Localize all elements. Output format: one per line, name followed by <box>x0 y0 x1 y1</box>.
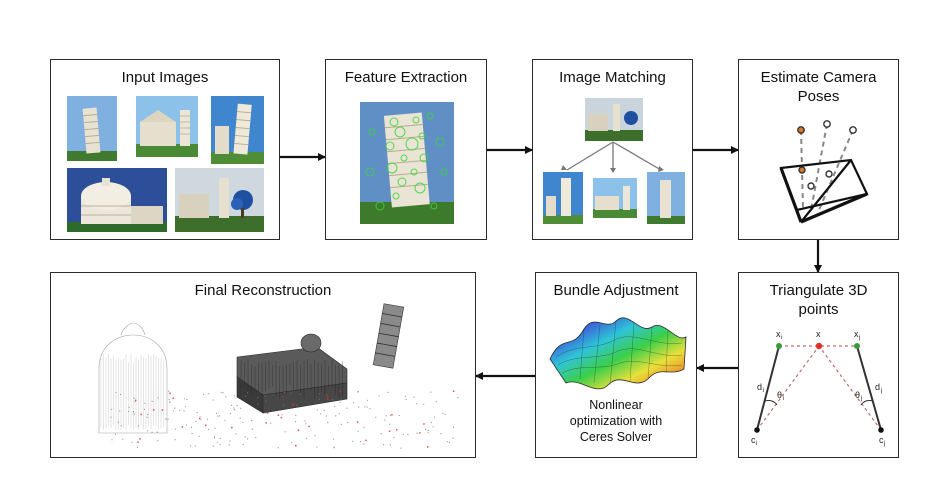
caption-line2: optimization with <box>569 414 663 428</box>
camera-c-i <box>754 427 760 433</box>
step-feature-extraction: Feature Extraction <box>325 59 487 240</box>
camera-center-2 <box>823 120 831 128</box>
svg-text:j: j <box>883 441 885 447</box>
step-estimate-camera-poses: Estimate Camera Poses <box>738 59 899 240</box>
step-final-reconstruction: Final Reconstruction <box>50 272 476 458</box>
svg-text:i: i <box>756 441 757 447</box>
svg-text:i: i <box>781 335 782 341</box>
label-x-right: x <box>854 329 859 339</box>
matching-candidate-3 <box>647 172 685 224</box>
label-d-j: d <box>875 382 880 392</box>
step-image-matching: Image Matching <box>532 59 693 240</box>
cloud-tower <box>372 303 405 369</box>
step-triangulate-3d-points: Triangulate 3D points <box>738 272 899 458</box>
input-photo-baptistery <box>67 168 167 232</box>
camera-center-1 <box>797 126 805 134</box>
label-c-j: c <box>879 435 884 445</box>
camera-center-3 <box>849 126 857 134</box>
caption-line3: Ceres Solver <box>579 430 653 444</box>
step-title: Final Reconstruction <box>194 282 332 299</box>
input-photo-cathedral <box>136 96 198 157</box>
point-x-center <box>815 342 823 350</box>
step-title: Image Matching <box>559 69 666 86</box>
camera-c-j <box>878 427 884 433</box>
input-photo-square-tree <box>175 168 264 232</box>
caption-line1: Nonlinear <box>589 398 643 412</box>
step-title: Bundle Adjustment <box>553 282 679 299</box>
label-theta-i: θ <box>777 390 782 400</box>
input-photo-tower-2 <box>211 96 264 164</box>
step-title: Feature Extraction <box>344 69 468 86</box>
step-title: Input Images <box>121 69 209 86</box>
label-x-center: x <box>816 329 821 339</box>
point-cloud <box>98 303 459 449</box>
svg-text:i: i <box>783 396 784 402</box>
bundle-adjustment-caption: Nonlinear optimization with Ceres Solver <box>536 397 696 445</box>
cloud-baptistery <box>98 322 168 434</box>
optimization-surface <box>549 317 687 390</box>
point-x-right <box>854 343 860 349</box>
svg-text:j: j <box>858 335 860 341</box>
triangulation-figure: x i x x j d i d j θ i θ j c i c j <box>751 329 885 447</box>
step-title-line2: Poses <box>797 88 840 105</box>
camera-pose-figure <box>779 120 869 224</box>
label-theta-j: θ <box>855 390 860 400</box>
cloud-cathedral <box>236 333 348 414</box>
input-photo-tower-1 <box>67 96 117 161</box>
matching-candidate-1 <box>543 172 583 224</box>
step-input-images: Input Images <box>50 59 280 240</box>
svg-text:i: i <box>763 388 764 394</box>
svg-text:j: j <box>860 396 862 402</box>
matching-candidate-2 <box>593 178 637 218</box>
feature-extraction-photo <box>360 102 454 224</box>
step-title: Triangulate 3D points <box>739 281 898 319</box>
label-x-left: x <box>776 329 781 339</box>
label-d-i: d <box>757 382 762 392</box>
step-title-line1: Triangulate 3D <box>769 282 868 299</box>
svg-text:j: j <box>880 388 882 394</box>
label-c-i: c <box>751 435 756 445</box>
matching-query-photo <box>585 98 643 141</box>
step-bundle-adjustment: Bundle Adjustment <box>535 272 697 458</box>
step-title-line1: Estimate Camera <box>760 69 877 86</box>
point-x-left <box>776 343 782 349</box>
step-title-line2: points <box>798 301 839 318</box>
step-title: Estimate Camera Poses <box>739 68 898 106</box>
matching-links <box>561 141 664 173</box>
